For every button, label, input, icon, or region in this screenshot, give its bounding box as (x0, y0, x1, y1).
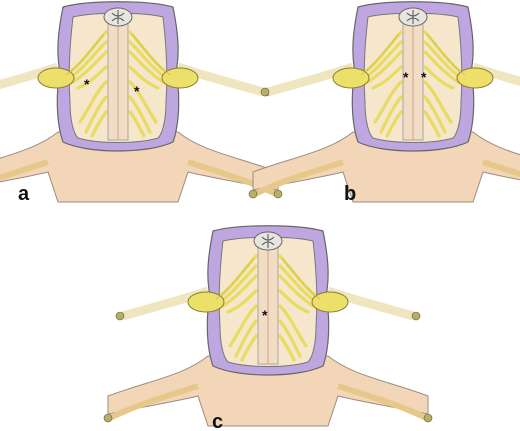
panel-c-asterisk: * (262, 307, 268, 323)
panel-b-asterisk-right: * (421, 69, 427, 85)
panel-b-asterisk-left: * (403, 69, 409, 85)
panel-a-label: a (18, 183, 30, 205)
panel-a-asterisk-left: * (84, 76, 90, 92)
panel-b-label: b (344, 183, 356, 205)
panel-a: a * * (0, 2, 282, 205)
panel-c: c * (104, 226, 432, 431)
panel-c-label: c (212, 411, 223, 431)
panel-b: b * * (249, 2, 520, 205)
panel-a-asterisk-right: * (134, 83, 140, 99)
